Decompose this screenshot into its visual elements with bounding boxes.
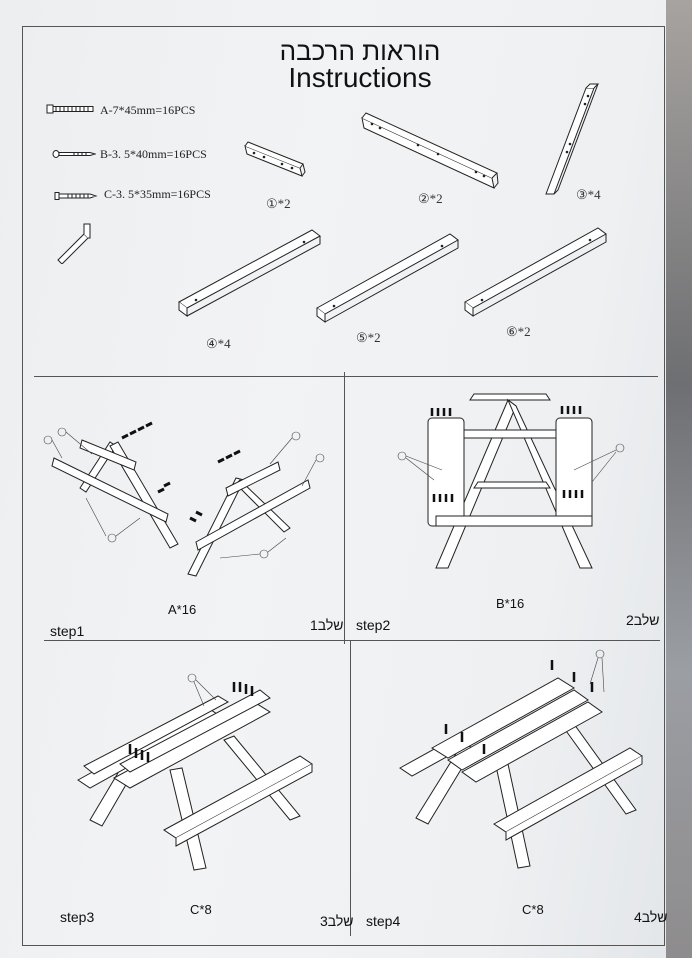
background-surface [666,0,692,958]
hardware-label-b: B-3. 5*40mm=16PCS [100,147,207,161]
hardware-label-a: A-7*45mm=16PCS [100,103,196,117]
piece-label-2: ②*2 [418,191,443,206]
step4-count: C*8 [522,902,544,917]
step2-count: B*16 [496,596,525,611]
step3-diagram [74,670,324,880]
grid-divider [44,640,660,641]
piece-6-drawing [460,222,610,320]
grid-divider [344,372,345,644]
piece-4-drawing [174,224,324,320]
step4-label-hebrew: שלב4 [634,909,668,925]
step3-count: C*8 [190,902,212,917]
step1-count: A*16 [168,602,197,617]
screw-icon [54,190,98,202]
piece-2-drawing [358,108,503,194]
step2-label: step2 [356,617,391,633]
piece-label-3: ③*4 [576,187,601,202]
allen-key-icon [54,222,98,264]
piece-1-drawing [240,138,310,180]
bolt-icon [46,102,96,116]
step3-label: step3 [60,909,95,925]
title-english: Instructions [288,62,432,93]
step4-label: step4 [366,913,401,929]
step1-label-hebrew: שלב1 [310,617,344,633]
grid-divider [34,376,658,377]
hardware-label-c: C-3. 5*35mm=16PCS [104,187,211,201]
grid-divider [350,640,351,936]
title-hebrew: הוראות הרכבה [279,36,441,66]
piece-label-6: ⑥*2 [506,324,531,339]
piece-label-5: ⑤*2 [356,330,381,345]
screw-icon [52,148,96,160]
step1-diagram [40,418,340,588]
step3-label-hebrew: שלב3 [320,913,354,929]
step2-diagram [396,390,634,572]
piece-label-1: ①*2 [266,196,291,211]
piece-5-drawing [312,228,462,326]
sheet-border [22,26,665,946]
step1-label: step1 [50,623,85,639]
piece-3-drawing [542,82,604,200]
piece-label-4: ④*4 [206,336,231,351]
step2-label-hebrew: שלב2 [626,612,660,628]
step4-diagram [396,648,646,878]
